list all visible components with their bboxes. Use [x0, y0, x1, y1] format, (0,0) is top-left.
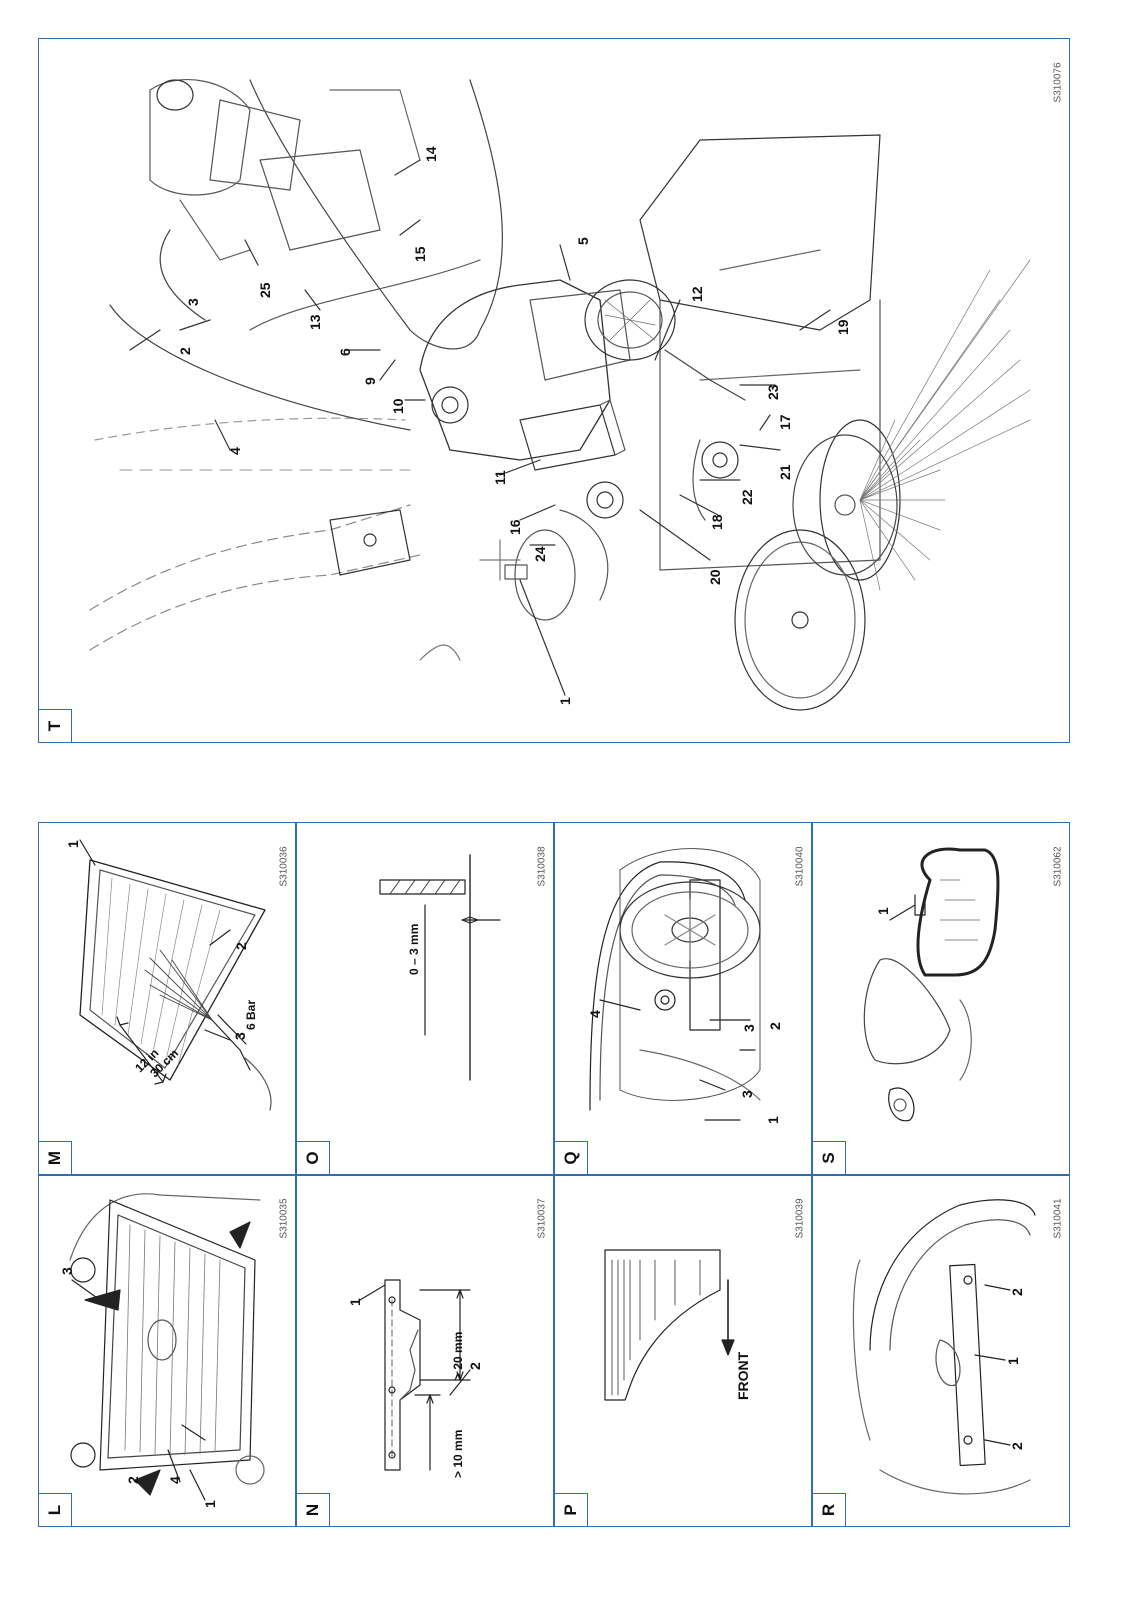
- tab-o: [296, 1141, 330, 1175]
- panel-m: [38, 822, 296, 1175]
- callout-t-9: 9: [362, 377, 378, 385]
- tab-n: [296, 1493, 330, 1527]
- callout-r-2b: 2: [1009, 1442, 1025, 1450]
- callout-t-24: 24: [532, 546, 548, 562]
- panel-m-drawing: [79, 839, 272, 1111]
- callout-t-10: 10: [390, 398, 406, 414]
- callout-n-1: 1: [347, 1298, 363, 1306]
- panel-n-drawing: [359, 1279, 471, 1471]
- label-m-6bar: 6 Bar: [244, 1000, 258, 1030]
- callout-t-23: 23: [765, 384, 781, 400]
- callout-r-2a: 2: [1009, 1288, 1025, 1296]
- label-n-20mm: > 20 mm: [451, 1332, 465, 1380]
- tab-m: [38, 1141, 72, 1175]
- panel-s: [812, 822, 1070, 1175]
- label-p-front: FRONT: [735, 1351, 751, 1400]
- panel-n: [296, 1175, 554, 1527]
- panel-r-drawing: [852, 1199, 1036, 1495]
- callout-q-4: 4: [587, 1010, 603, 1018]
- callout-s-1: 1: [875, 907, 891, 915]
- callout-t-13: 13: [307, 314, 323, 330]
- label-o-gap: 0 – 3 mm: [407, 924, 421, 975]
- callout-t-12: 12: [689, 286, 705, 302]
- callout-l-1: 1: [202, 1500, 218, 1508]
- callout-t-1: 1: [557, 697, 573, 705]
- panel-q-drawing: [589, 848, 761, 1121]
- callout-t-5: 5: [575, 237, 591, 245]
- callout-t-19: 19: [835, 319, 851, 335]
- callout-t-25: 25: [257, 282, 273, 298]
- callout-t-20: 20: [707, 569, 723, 585]
- panel-s-drawing: [863, 847, 1000, 1122]
- callout-q-3a: 3: [741, 1024, 757, 1032]
- callout-t-4: 4: [227, 447, 243, 455]
- panel-o-drawing: [379, 854, 501, 1081]
- callout-q-3b: 3: [739, 1090, 755, 1098]
- callout-q-1: 1: [765, 1116, 781, 1124]
- callout-t-6: 6: [337, 348, 353, 356]
- panel-p: [554, 1175, 812, 1527]
- callout-t-18: 18: [709, 514, 725, 530]
- callout-n-2: 2: [467, 1362, 483, 1370]
- callout-t-14: 14: [423, 146, 439, 162]
- callout-l-4: 4: [167, 1476, 183, 1484]
- callout-m-2: 2: [233, 942, 249, 950]
- callout-t-16: 16: [507, 519, 523, 535]
- panel-p-drawing: [604, 1249, 735, 1401]
- panel-t-frame: [38, 38, 1070, 743]
- tab-q: [554, 1141, 588, 1175]
- tab-s: [812, 1141, 846, 1175]
- callout-m-3: 3: [232, 1032, 248, 1040]
- panel-l-drawing: [69, 1193, 265, 1501]
- callout-l-2: 2: [125, 1476, 141, 1484]
- panel-o: [296, 822, 554, 1175]
- callout-t-3: 3: [185, 298, 201, 306]
- callout-t-2: 2: [177, 347, 193, 355]
- callout-t-15: 15: [412, 246, 428, 262]
- tab-p: [554, 1493, 588, 1527]
- tab-t: [38, 709, 72, 743]
- label-n-10mm: > 10 mm: [451, 1430, 465, 1478]
- panel-q: [554, 822, 812, 1175]
- callout-m-1: 1: [65, 840, 81, 848]
- panel-l: [38, 1175, 296, 1527]
- callout-l-3: 3: [59, 1267, 75, 1275]
- callout-t-22: 22: [739, 489, 755, 505]
- panel-t-drawing: [89, 79, 1031, 711]
- tab-r: [812, 1493, 846, 1527]
- callout-q-2: 2: [767, 1022, 783, 1030]
- tab-l: [38, 1493, 72, 1527]
- callout-t-17: 17: [777, 414, 793, 430]
- callout-t-21: 21: [777, 464, 793, 480]
- callout-t-11: 11: [492, 470, 508, 485]
- callout-r-1: 1: [1005, 1357, 1021, 1365]
- panel-r: [812, 1175, 1070, 1527]
